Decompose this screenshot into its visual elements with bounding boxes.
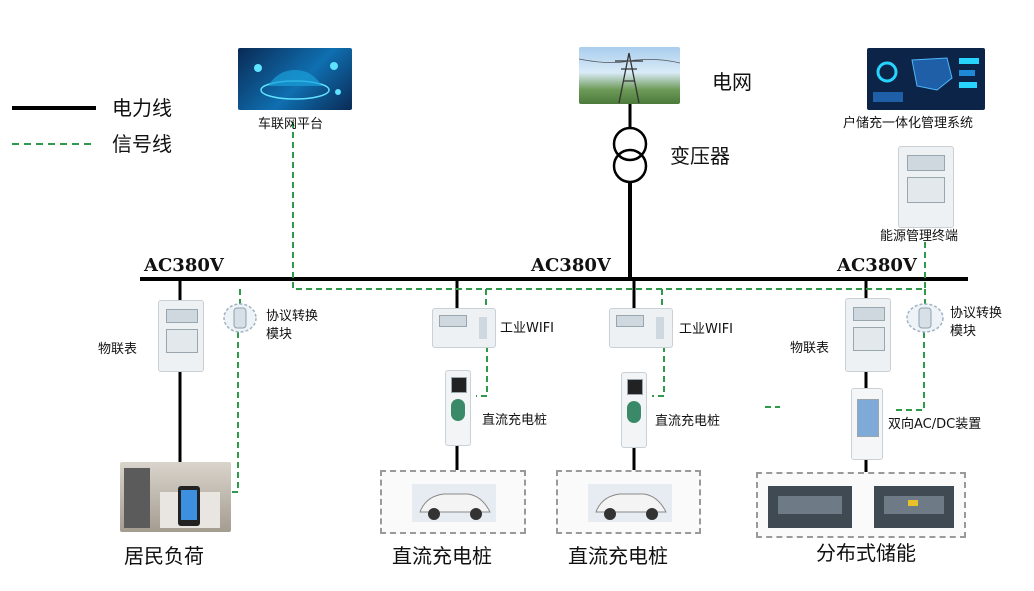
bidirectional-converter-device <box>851 388 883 460</box>
transformer-label: 变压器 <box>670 144 730 168</box>
dashboard-icon <box>873 57 979 102</box>
pylon-icon <box>579 52 680 104</box>
distributed-storage-box <box>756 472 966 538</box>
dc-pile-1-device <box>445 370 471 446</box>
iov-platform-image <box>238 48 352 110</box>
bidirectional-converter-label: 双向AC/DC装置 <box>888 417 982 432</box>
dc-pile-2-label: 直流充电桩 <box>568 544 668 568</box>
dc-pile-1-car-box <box>380 470 526 534</box>
legend-power-label: 电力线 <box>112 96 172 120</box>
residential-load-image <box>120 462 231 532</box>
protocol-module-left-label: 协议转换模块 <box>266 309 319 342</box>
car-icon <box>588 484 672 522</box>
bus-voltage-mid: AC380V <box>531 255 611 276</box>
signal-right-converter <box>892 332 925 411</box>
signal-iov-bus <box>292 122 926 290</box>
wifi-1-label: 工业WIFI <box>500 321 554 336</box>
signal-pile-2 <box>652 346 665 397</box>
iot-meter-left-label: 物联表 <box>98 342 138 357</box>
bus-voltage-right: AC380V <box>837 255 917 276</box>
wifi-2-label: 工业WIFI <box>679 322 733 337</box>
dc-pile-2-device <box>621 372 647 448</box>
iot-meter-right <box>845 298 891 372</box>
wifi-module-1 <box>432 308 496 348</box>
dc-pile-small-2-label: 直流充电桩 <box>655 414 721 429</box>
car-network-icon <box>254 62 341 100</box>
transformer-coil-bottom <box>612 148 648 184</box>
dc-pile-small-1-label: 直流充电桩 <box>482 413 548 428</box>
residential-load-label: 居民负荷 <box>124 544 204 568</box>
iot-meter-right-label: 物联表 <box>790 341 830 356</box>
dc-pile-1-label: 直流充电桩 <box>392 544 492 568</box>
protocol-module-right-label: 协议转换模块 <box>950 306 1003 339</box>
distributed-storage-label: 分布式储能 <box>816 541 916 565</box>
iov-platform-label: 车联网平台 <box>258 117 324 132</box>
power-grid-image <box>579 47 680 104</box>
wifi-module-2 <box>609 308 673 348</box>
signal-pile-1 <box>476 346 488 397</box>
iot-meter-left <box>158 300 204 372</box>
signal-lines <box>222 122 926 493</box>
car-icon <box>412 484 496 522</box>
transformer-coil-top <box>612 126 648 162</box>
kitchen-icon <box>124 468 220 528</box>
management-system-image <box>867 48 985 110</box>
energy-terminal-device <box>898 146 954 228</box>
dc-pile-2-car-box <box>556 470 701 534</box>
grid-label: 电网 <box>712 70 752 94</box>
energy-terminal-label: 能源管理终端 <box>880 229 959 244</box>
legend-signal-label: 信号线 <box>112 132 172 156</box>
battery-cabinet-icon <box>768 486 954 528</box>
bus-voltage-left: AC380V <box>144 255 224 276</box>
mgmt-system-label: 户储充一体化管理系统 <box>843 116 974 131</box>
